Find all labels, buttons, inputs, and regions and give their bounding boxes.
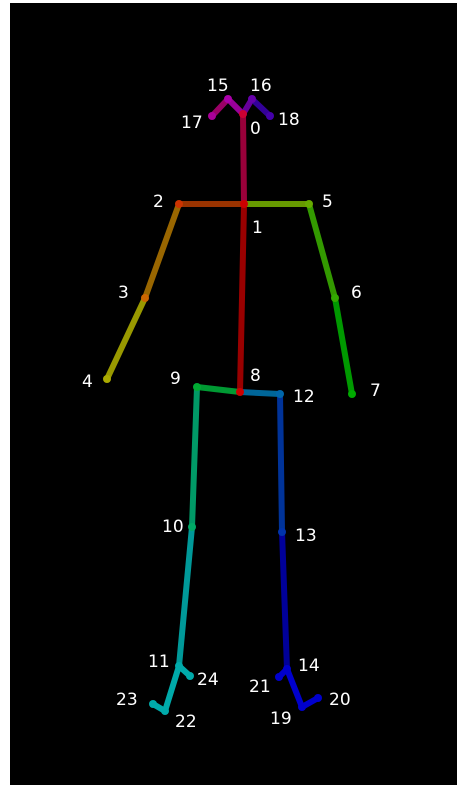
bone-1-0 xyxy=(243,114,244,204)
keypoint-label-13: 13 xyxy=(295,526,317,546)
keypoint-label-12: 12 xyxy=(293,387,315,407)
keypoint-11 xyxy=(175,662,183,670)
keypoint-label-17: 17 xyxy=(181,113,203,133)
bone-1-8 xyxy=(240,204,244,392)
bone-8-12 xyxy=(240,392,280,394)
keypoint-15 xyxy=(224,95,232,103)
keypoint-label-9: 9 xyxy=(170,369,181,389)
keypoint-label-4: 4 xyxy=(82,372,93,392)
bone-8-9 xyxy=(197,387,240,392)
keypoint-12 xyxy=(276,390,284,398)
keypoint-label-19: 19 xyxy=(270,709,292,729)
keypoint-label-6: 6 xyxy=(351,283,362,303)
keypoint-label-22: 22 xyxy=(175,712,197,732)
bone-13-14 xyxy=(282,532,287,669)
keypoint-label-7: 7 xyxy=(370,381,381,401)
keypoint-23 xyxy=(149,700,157,708)
keypoint-label-10: 10 xyxy=(162,517,184,537)
keypoint-10 xyxy=(188,523,196,531)
keypoint-3 xyxy=(141,294,149,302)
bone-5-6 xyxy=(309,204,335,298)
keypoint-label-5: 5 xyxy=(322,192,333,212)
keypoint-19 xyxy=(298,703,306,711)
keypoint-label-15: 15 xyxy=(207,76,229,96)
keypoint-4 xyxy=(103,375,111,383)
keypoint-24 xyxy=(186,672,194,680)
keypoint-label-14: 14 xyxy=(298,656,320,676)
keypoint-6 xyxy=(331,294,339,302)
keypoint-21 xyxy=(275,673,283,681)
bone-6-7 xyxy=(335,298,352,394)
keypoint-16 xyxy=(248,95,256,103)
bone-2-3 xyxy=(145,204,179,298)
keypoint-label-3: 3 xyxy=(118,283,129,303)
keypoint-9 xyxy=(193,383,201,391)
bone-9-10 xyxy=(192,387,197,527)
keypoint-label-21: 21 xyxy=(249,677,271,697)
keypoint-8 xyxy=(236,388,244,396)
keypoint-label-16: 16 xyxy=(250,76,272,96)
keypoint-17 xyxy=(208,112,216,120)
bone-10-11 xyxy=(179,527,192,666)
keypoint-label-20: 20 xyxy=(329,690,351,710)
keypoint-20 xyxy=(314,694,322,702)
keypoint-1 xyxy=(240,200,248,208)
keypoint-label-24: 24 xyxy=(197,670,219,690)
keypoint-label-23: 23 xyxy=(116,690,138,710)
keypoint-5 xyxy=(305,200,313,208)
bone-12-13 xyxy=(280,394,282,532)
keypoint-label-18: 18 xyxy=(278,110,300,130)
keypoint-14 xyxy=(283,665,291,673)
bone-3-4 xyxy=(107,298,145,379)
keypoint-label-1: 1 xyxy=(252,218,263,238)
keypoint-13 xyxy=(278,528,286,536)
keypoint-2 xyxy=(175,200,183,208)
keypoint-0 xyxy=(239,110,247,118)
keypoint-18 xyxy=(266,112,274,120)
keypoint-label-8: 8 xyxy=(250,366,261,386)
keypoint-label-0: 0 xyxy=(250,119,261,139)
keypoint-7 xyxy=(348,390,356,398)
keypoint-label-2: 2 xyxy=(153,192,164,212)
bone-11-22 xyxy=(165,666,179,711)
keypoint-22 xyxy=(161,707,169,715)
keypoint-label-11: 11 xyxy=(148,652,170,672)
